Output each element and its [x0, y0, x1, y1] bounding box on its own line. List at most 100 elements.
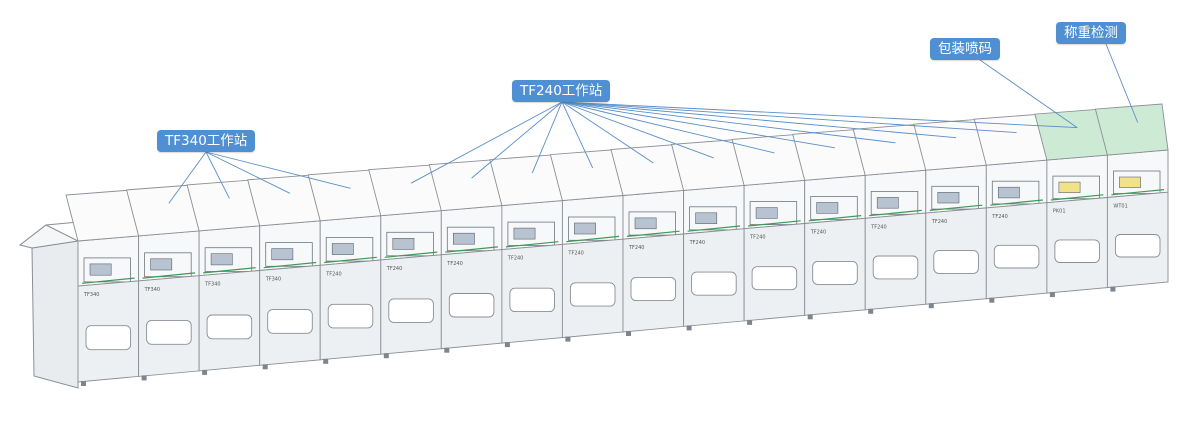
module-fixture: [695, 212, 718, 225]
module-conveyor: [142, 272, 196, 279]
machine-module: TF240: [973, 113, 1048, 303]
module-fixture: [634, 217, 657, 230]
module-code-label: TF240: [446, 261, 462, 267]
machine-module: TF240: [610, 143, 685, 336]
module-top-cover: [973, 113, 1048, 166]
module-cabinet-door: [872, 255, 919, 280]
module-foot: [868, 308, 874, 314]
module-mechanism: [507, 221, 555, 246]
leader-line: [979, 59, 1078, 128]
module-foot: [928, 303, 934, 309]
module-code-label: TF240: [325, 271, 341, 277]
module-code-label: TF240: [628, 245, 644, 251]
module-fixture: [513, 227, 536, 240]
module-fixture: [271, 248, 294, 261]
module-top-cover: [247, 174, 321, 227]
module-top-cover: [671, 138, 745, 191]
module-top-cover: [307, 169, 382, 222]
module-code-label: TF240: [567, 250, 583, 256]
module-conveyor: [203, 267, 256, 274]
module-fixture: [150, 258, 173, 271]
module-conveyor: [263, 261, 317, 269]
module-fixture: [210, 253, 233, 266]
module-conveyor: [566, 235, 620, 243]
module-code-label: TF240: [749, 235, 765, 241]
module-foot: [565, 336, 571, 342]
label-packing-coding: 包装喷码: [930, 38, 1000, 60]
module-cabinet-door: [146, 319, 192, 345]
module-top-cover: [65, 189, 140, 242]
left-end-cap: [31, 240, 79, 389]
module-conveyor: [990, 199, 1043, 206]
module-foot: [141, 375, 147, 381]
machine-module: TF240: [852, 123, 927, 314]
module-conveyor: [324, 256, 377, 264]
leader-line: [561, 101, 896, 144]
module-fixture: [1119, 176, 1141, 188]
module-foot: [1110, 286, 1116, 292]
module-code-label: TF340: [144, 287, 160, 293]
module-foot: [807, 314, 813, 320]
module-conveyor: [626, 230, 680, 237]
module-mechanism: [325, 237, 374, 262]
module-top-cover: [1094, 103, 1169, 156]
module-fixture: [574, 222, 596, 235]
module-conveyor: [445, 246, 498, 253]
module-fixture: [452, 232, 475, 245]
module-mechanism: [810, 196, 858, 220]
machine-module: WT01: [1094, 103, 1169, 292]
machine-module: TF240: [913, 118, 987, 309]
module-top-cover: [126, 184, 200, 237]
module-foot: [81, 381, 86, 386]
leader-line: [561, 101, 1078, 129]
machine-module: TF240: [368, 164, 442, 359]
module-mechanism: [1113, 170, 1161, 194]
module-foot: [444, 347, 450, 353]
leader-line: [471, 101, 563, 179]
module-cabinet-door: [206, 314, 253, 340]
module-cabinet-door: [630, 276, 677, 302]
leader-line: [561, 101, 714, 159]
module-conveyor: [808, 215, 862, 222]
module-cabinet-door: [327, 303, 374, 329]
module-code-label: WT01: [1113, 204, 1127, 210]
machine-module: TF240: [489, 154, 563, 348]
leader-line: [561, 101, 654, 164]
module-code-label: TF340: [265, 277, 281, 283]
module-foot: [1049, 292, 1055, 298]
module-cabinet-door: [933, 250, 979, 274]
module-foot: [202, 369, 208, 375]
module-mechanism: [689, 206, 737, 231]
module-fixture: [89, 263, 112, 276]
module-mechanism: [1052, 175, 1100, 200]
module-fixture: [937, 192, 960, 204]
module-foot: [383, 353, 389, 359]
module-foot: [989, 297, 995, 303]
module-mechanism: [991, 180, 1040, 205]
machine-module: TF340: [247, 174, 321, 370]
module-top-cover: [489, 154, 563, 207]
module-mechanism: [265, 242, 313, 267]
machine-module: TF240: [428, 159, 503, 353]
module-top-cover: [610, 143, 685, 196]
module-foot: [323, 358, 329, 364]
leader-line: [561, 101, 835, 149]
module-mechanism: [628, 211, 676, 236]
module-cabinet-door: [691, 271, 737, 296]
module-code-label: TF240: [386, 266, 402, 272]
module-mechanism: [83, 257, 131, 283]
module-mechanism: [144, 252, 192, 278]
machine-module: TF340: [126, 184, 200, 381]
module-fixture: [1058, 181, 1081, 194]
module-code-label: TF240: [689, 240, 705, 246]
module-foot: [686, 325, 692, 331]
leader-line: [561, 101, 775, 154]
module-conveyor: [1111, 189, 1165, 196]
machine-module: TF240: [792, 128, 866, 320]
module-conveyor: [1050, 194, 1104, 201]
module-top-cover: [731, 133, 806, 186]
label-tf340-workstation: TF340工作站: [157, 130, 256, 152]
module-top-cover: [792, 128, 866, 181]
label-tf240-workstation: TF240工作站: [512, 80, 611, 102]
